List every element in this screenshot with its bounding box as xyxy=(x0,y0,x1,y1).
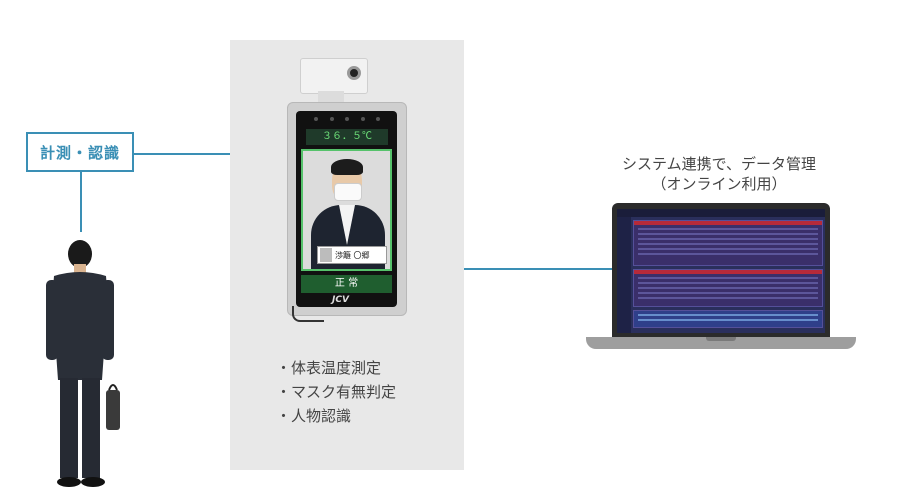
laptop xyxy=(612,203,830,337)
dashboard-table-top xyxy=(633,220,823,266)
person-hair xyxy=(331,159,363,175)
recognized-name: 渉籬 〇郷 xyxy=(335,250,370,260)
temperature-readout: ３６．５℃ xyxy=(306,129,388,145)
dashboard-header xyxy=(617,209,825,217)
person-figure xyxy=(46,240,120,487)
connector-label-to-person xyxy=(80,172,82,232)
id-photo-icon xyxy=(320,248,332,262)
feature-item: ・人物認識 xyxy=(276,407,352,425)
feature-item: ・体表温度測定 xyxy=(276,359,382,377)
camera-lens-icon xyxy=(347,66,361,80)
measure-recognize-label: 計測・認識 xyxy=(26,132,134,172)
power-cable xyxy=(292,306,324,322)
system-caption-line1: システム連携で、データ管理 xyxy=(622,155,816,173)
connector-label-to-device xyxy=(134,153,230,155)
sensor-array xyxy=(314,117,380,123)
face-mask-icon xyxy=(334,183,362,201)
dashboard-table-bottom xyxy=(633,269,823,307)
face-recognition-terminal: ３６．５℃ 渉籬 〇郷 正 常 JCV xyxy=(287,102,407,316)
system-caption-line2: （オンライン利用） xyxy=(651,175,787,193)
dashboard-sidebar xyxy=(617,217,631,333)
camera-mount xyxy=(318,91,344,103)
recognized-name-card: 渉籬 〇郷 xyxy=(317,246,387,264)
brand-logo: JCV xyxy=(332,295,349,305)
face-capture-image: 渉籬 〇郷 xyxy=(301,149,392,271)
connector-device-to-laptop xyxy=(464,268,612,270)
status-badge: 正 常 xyxy=(301,275,392,293)
dashboard-summary xyxy=(633,310,823,328)
thermal-camera-module xyxy=(300,58,368,94)
laptop-dashboard-screen xyxy=(617,209,825,333)
feature-item: ・マスク有無判定 xyxy=(276,383,397,401)
laptop-notch xyxy=(706,337,736,341)
laptop-base xyxy=(586,337,856,349)
system-caption: システム連携で、データ管理 （オンライン利用） xyxy=(604,154,834,194)
terminal-screen: ３６．５℃ 渉籬 〇郷 正 常 JCV xyxy=(296,111,397,307)
feature-list: ・体表温度測定 ・マスク有無判定 ・人物認識 xyxy=(276,356,396,428)
